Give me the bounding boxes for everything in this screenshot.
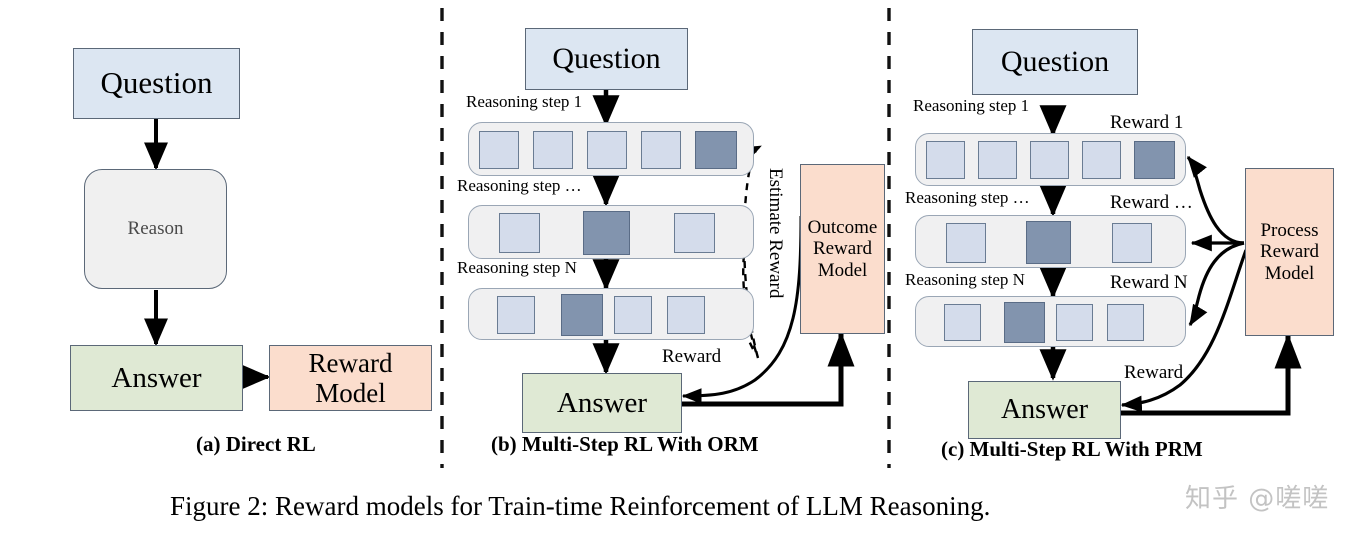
panel-b-step-label-2: Reasoning step … (457, 176, 582, 195)
panel-c-token-3-4 (1107, 304, 1144, 341)
arrow-c-prm-step3 (1188, 241, 1245, 327)
panel-b-token-1-4 (641, 131, 681, 169)
panel-c-reward-label: Reward (1124, 362, 1184, 383)
panel-b-token-1-1 (479, 131, 519, 169)
panel-c-reasoning-strip-1[interactable] (915, 133, 1186, 186)
panel-b-token-3-3 (614, 296, 652, 334)
panel-b-token-3-4 (667, 296, 705, 334)
panel-c-token-1-5 (1134, 141, 1175, 179)
panel-c-token-1-1 (926, 141, 965, 179)
panel-c-question-box[interactable]: Question (972, 29, 1138, 95)
panel-b-token-1-2 (533, 131, 573, 169)
panel-b-step-label-3: Reasoning step N (457, 258, 577, 277)
panel-b-token-3-2 (561, 294, 603, 336)
arrow-b-answer-orm (680, 331, 855, 407)
panel-c-reward-label-3: Reward N (1110, 272, 1188, 293)
panel-b-token-2-2 (583, 211, 630, 255)
panel-b-question-box[interactable]: Question (525, 28, 688, 90)
panel-c-step-label-2: Reasoning step … (905, 188, 1030, 207)
panel-c-answer-box[interactable]: Answer (968, 381, 1121, 439)
zhihu-watermark: 知乎 @嗟嗟 (1185, 484, 1330, 514)
panel-b-token-1-3 (587, 131, 627, 169)
panel-b-token-2-1 (499, 213, 540, 253)
panel-c-token-2-2 (1026, 221, 1071, 264)
panel-c-step-label-3: Reasoning step N (905, 270, 1025, 289)
panel-c-reasoning-strip-2[interactable] (915, 215, 1186, 268)
panel-c-vertical-ellipsis: ••• (1051, 263, 1059, 295)
panel-c-token-1-4 (1082, 141, 1121, 179)
panel-b-label: (b) Multi-Step RL With ORM (491, 432, 759, 456)
panel-c-step-label-1: Reasoning step 1 (913, 96, 1030, 115)
panel-c-token-2-3 (1112, 223, 1152, 263)
panel-b-reward-label: Reward (662, 346, 722, 367)
panel-a-reason-box[interactable]: Reason (84, 169, 227, 289)
panel-c-reward-model-box[interactable]: Process Reward Model (1245, 168, 1334, 336)
panel-c-reasoning-strip-3[interactable] (915, 296, 1186, 347)
panel-b-answer-box[interactable]: Answer (522, 373, 682, 433)
panel-c-token-3-3 (1056, 304, 1093, 341)
panel-c-reward-label-2: Reward … (1110, 192, 1193, 213)
panel-c-reward-label-1: Reward 1 (1110, 112, 1184, 133)
panel-b-reasoning-strip-2[interactable] (468, 205, 754, 259)
panel-b-token-1-5 (695, 131, 737, 169)
panel-a-answer-box[interactable]: Answer (70, 345, 243, 411)
panel-a-reward-model-box[interactable]: Reward Model (269, 345, 432, 411)
panel-c-token-1-2 (978, 141, 1017, 179)
panel-c-token-3-2 (1004, 302, 1045, 343)
panel-c-token-2-1 (946, 223, 986, 263)
panel-c-token-1-3 (1030, 141, 1069, 179)
panel-b-estimate-reward-label: Estimate Reward (765, 168, 786, 299)
panel-b-step-label-1: Reasoning step 1 (466, 92, 583, 111)
panel-b-reward-model-box[interactable]: Outcome Reward Model (800, 164, 885, 334)
panel-b-token-2-3 (674, 213, 715, 253)
panel-b-token-3-1 (497, 296, 535, 334)
panel-c-token-3-1 (944, 304, 981, 341)
panel-a-label: (a) Direct RL (196, 432, 316, 456)
panel-a-question-box[interactable]: Question (73, 48, 240, 119)
arrow-c-prm-step1 (1186, 156, 1245, 245)
panel-b-vertical-ellipsis: ••• (603, 255, 611, 287)
panel-c-label: (c) Multi-Step RL With PRM (941, 437, 1203, 461)
panel-b-reasoning-strip-3[interactable] (468, 288, 754, 340)
figure-caption: Figure 2: Reward models for Train-time R… (170, 491, 991, 521)
panel-b-reasoning-strip-1[interactable] (468, 122, 754, 176)
